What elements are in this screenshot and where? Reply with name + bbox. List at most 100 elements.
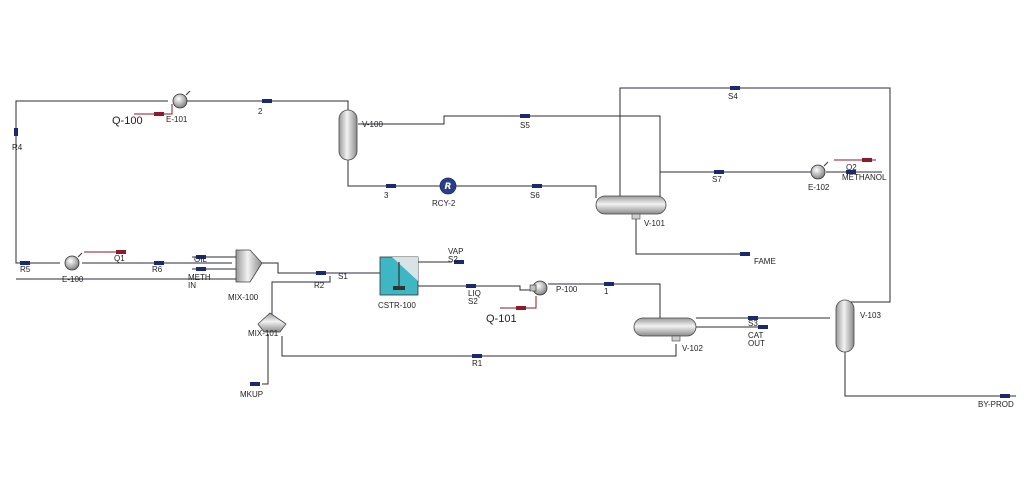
arrow-r5 (20, 261, 30, 265)
arrow-byprod (1000, 394, 1010, 398)
arrow-stream-2 (262, 99, 272, 103)
stream-mkup-line (262, 334, 269, 385)
mixer-mix100[interactable] (235, 249, 263, 283)
stream-arrows (14, 86, 1010, 398)
labels: E-101 E-100 E-102 V-100 V-101 V-102 V-10… (12, 92, 1014, 409)
label-stream-3: 3 (384, 191, 389, 200)
label-cat-1: CAT (748, 331, 764, 340)
label-byprod: BY-PROD (978, 400, 1014, 409)
stream-s1-line (260, 262, 380, 274)
arrow-q100 (154, 112, 164, 116)
label-r6: R6 (152, 265, 163, 274)
svg-text:R: R (445, 182, 452, 192)
arrow-liq (466, 284, 476, 288)
arrow-s3 (748, 316, 758, 320)
arrow-s6 (532, 184, 542, 188)
arrow-vap (454, 260, 464, 264)
heater-e101[interactable] (172, 90, 191, 109)
label-mix101: MIX-101 (248, 329, 279, 338)
stream-2-line (176, 100, 349, 110)
arrow-methanol (846, 170, 856, 174)
stream-q101-line (500, 296, 537, 309)
arrow-s5 (520, 114, 530, 118)
label-liq-1: LIQ (468, 289, 481, 298)
label-vap-1: VAP (448, 247, 463, 256)
pump-p100[interactable] (529, 280, 548, 296)
label-s7: S7 (712, 175, 722, 184)
label-q2: Q2 (846, 163, 857, 172)
label-stream-1: 1 (604, 287, 609, 296)
label-e102: E-102 (808, 183, 830, 192)
label-e100: E-100 (62, 275, 84, 284)
arrow-oil (196, 255, 206, 259)
arrow-q101 (516, 306, 526, 310)
label-s4: S4 (728, 92, 738, 101)
arrow-stream-3 (386, 184, 396, 188)
label-r1: R1 (472, 359, 483, 368)
label-r2: R2 (314, 281, 325, 290)
label-r5: R5 (20, 265, 31, 274)
stream-s6-line (456, 185, 597, 198)
label-q1: Q1 (114, 254, 125, 263)
label-q101: Q-101 (486, 313, 517, 325)
stream-fame-line (635, 216, 740, 255)
label-v101: V-101 (644, 219, 665, 228)
arrow-r6 (154, 261, 164, 265)
label-s3: S3 (748, 319, 758, 328)
label-meth-in-1: METH (188, 273, 211, 282)
vessel-v102[interactable] (633, 317, 697, 342)
mixer-mix101[interactable] (257, 312, 287, 333)
label-rcy2: RCY-2 (432, 199, 456, 208)
label-v102: V-102 (682, 344, 703, 353)
stream-r1-line (281, 336, 677, 357)
arrow-s1 (316, 271, 326, 275)
stream-s5-line (358, 115, 661, 200)
label-oil: OIL (194, 255, 207, 264)
stream-s4-line (619, 87, 891, 303)
label-s6: S6 (530, 191, 540, 200)
vessel-v103[interactable] (835, 299, 855, 353)
stream-q100-line (134, 104, 173, 115)
heater-e100[interactable] (64, 252, 83, 271)
arrow-meth (196, 267, 206, 271)
arrow-fame (740, 252, 750, 256)
label-q100: Q-100 (112, 115, 143, 127)
arrow-r4 (14, 128, 18, 136)
label-stream-2: 2 (258, 107, 263, 116)
stream-byprod-line (844, 352, 1016, 397)
arrow-q1 (116, 250, 126, 254)
label-r4: R4 (12, 143, 23, 152)
vessel-v101[interactable] (595, 195, 667, 220)
label-p100: P-100 (556, 285, 578, 294)
arrow-s7 (714, 170, 724, 174)
recycle-rcy2[interactable]: R (439, 177, 457, 195)
label-e101: E-101 (166, 115, 188, 124)
arrow-s4 (730, 86, 740, 90)
label-methanol: METHANOL (842, 173, 887, 182)
label-s1: S1 (338, 272, 348, 281)
stream-r2-line (271, 276, 331, 318)
arrow-mkup (250, 382, 260, 386)
cooler-e102[interactable] (810, 161, 829, 180)
label-meth-in-2: IN (188, 281, 196, 290)
stream-1-line (548, 283, 661, 318)
label-s5: S5 (520, 121, 530, 130)
label-v103: V-103 (860, 311, 881, 320)
label-vap-2: S2 (448, 255, 458, 264)
arrow-stream-1 (604, 282, 614, 286)
label-v100: V-100 (362, 120, 383, 129)
label-mix100: MIX-100 (228, 293, 259, 302)
arrow-q2 (862, 158, 872, 162)
arrow-r1 (472, 354, 482, 358)
reactor-cstr100[interactable] (379, 256, 419, 296)
vessel-v100[interactable] (338, 109, 358, 161)
label-cat-2: OUT (748, 339, 765, 348)
label-mkup: MKUP (240, 390, 263, 399)
label-liq-2: S2 (468, 297, 478, 306)
label-fame: FAME (754, 257, 776, 266)
arrow-catout (758, 325, 768, 329)
stream-3-line (347, 160, 440, 187)
stream-lines (15, 87, 1016, 397)
stream-r4-line (15, 100, 168, 264)
